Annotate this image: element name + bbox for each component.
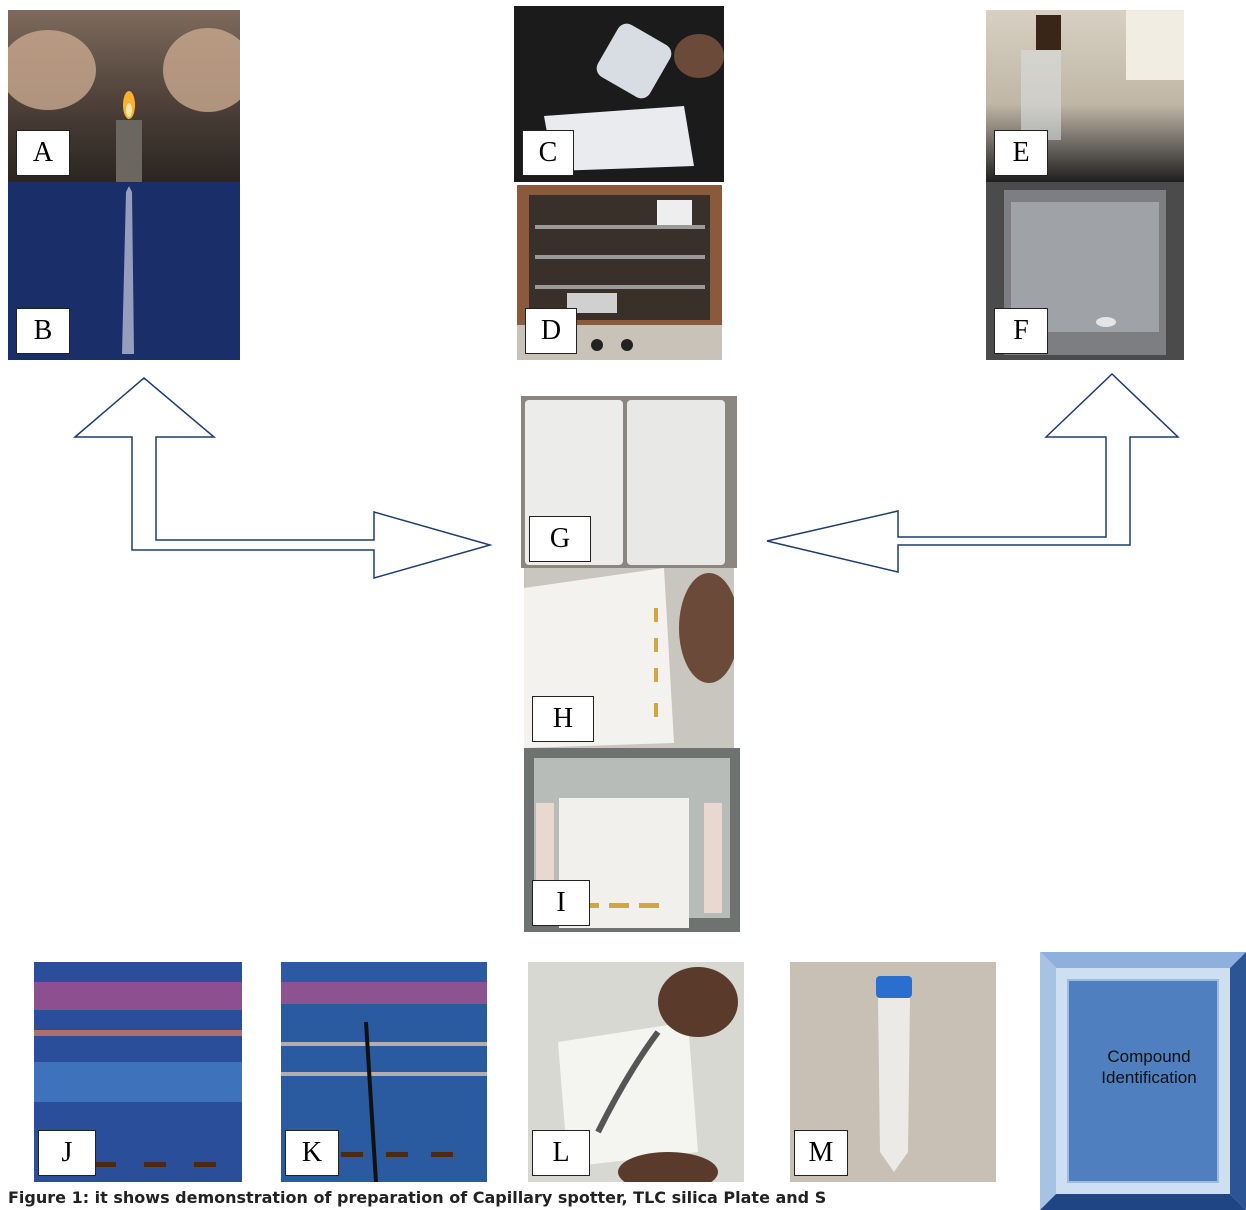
photo-j-uv-plate: J: [34, 962, 242, 1182]
photo-e-solvent-pouring: E: [986, 10, 1184, 182]
compound-identification-label: Compound Identification: [1101, 1047, 1197, 1087]
photo-a-burner-flame: A: [8, 10, 240, 182]
arrow-left-up: [72, 377, 493, 579]
photo-b-capillary-tube: B: [8, 182, 240, 360]
panel-label: C: [522, 130, 574, 176]
panel-label: I: [532, 880, 590, 926]
panel-label: M: [794, 1130, 848, 1176]
figure-caption: Figure 1: it shows demonstration of prep…: [8, 1188, 827, 1207]
photo-l-scraping-band: L: [528, 962, 744, 1182]
bottle-illustration: [1021, 10, 1184, 140]
panel-label: H: [532, 696, 594, 742]
compound-identification-box: [1040, 952, 1246, 1210]
panel-label: B: [16, 308, 70, 354]
capillary-illustration: [122, 186, 134, 354]
photo-d-oven: D: [517, 185, 722, 360]
arrow-right-up: [766, 372, 1180, 573]
photo-f-tlc-chamber: F: [986, 182, 1184, 360]
scraping-illustration: [528, 962, 744, 1182]
photo-c-pouring-slurry: C: [514, 6, 724, 182]
panel-label: J: [38, 1130, 96, 1176]
flame-illustration: [8, 28, 240, 182]
panel-label: D: [525, 308, 577, 354]
panel-label: L: [532, 1130, 590, 1176]
photo-i-developing-chamber: I: [524, 748, 740, 932]
panel-label: E: [994, 130, 1048, 176]
photo-k-marked-plate: K: [281, 962, 487, 1182]
oven-illustration: [517, 195, 722, 360]
panel-label: K: [285, 1130, 339, 1176]
panel-label: G: [529, 516, 591, 562]
photo-h-spotting-plate: H: [524, 568, 734, 748]
photo-g-silica-plates: G: [521, 396, 737, 568]
slurry-illustration: [544, 23, 724, 171]
panel-label: F: [994, 308, 1048, 354]
photo-m-falcon-tube: M: [790, 962, 996, 1182]
panel-label: A: [16, 130, 70, 176]
